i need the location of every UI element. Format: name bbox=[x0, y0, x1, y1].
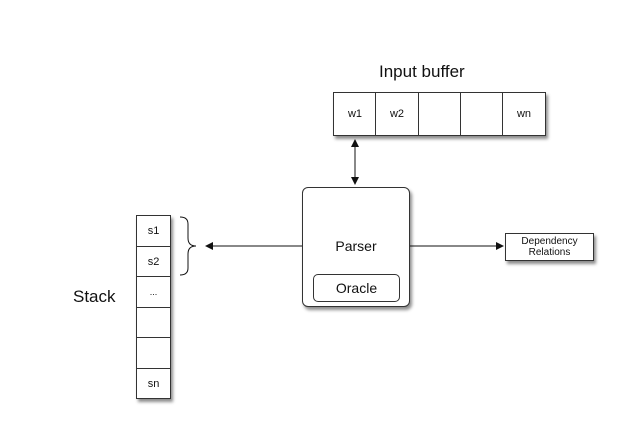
buffer-cell: w2 bbox=[375, 92, 419, 136]
parser-box: Parser Oracle bbox=[302, 187, 410, 307]
buffer-cell bbox=[460, 92, 504, 136]
stack-brace bbox=[179, 216, 197, 276]
input-buffer: w1 w2 wn bbox=[333, 92, 546, 136]
stack-cell: sn bbox=[136, 368, 171, 399]
buffer-cell: wn bbox=[502, 92, 546, 136]
stack-cell: ... bbox=[136, 276, 171, 308]
stack-cell: s2 bbox=[136, 246, 171, 277]
stack-cell bbox=[136, 337, 171, 369]
stack-title: Stack bbox=[73, 287, 116, 306]
parser-label: Parser bbox=[335, 238, 377, 254]
dependency-label: Dependency bbox=[521, 236, 578, 247]
stack-cell: s1 bbox=[136, 215, 171, 247]
dependency-relations-box: Dependency Relations bbox=[505, 233, 594, 261]
stack-cell bbox=[136, 307, 171, 338]
buffer-cell: w1 bbox=[333, 92, 377, 136]
buffer-cell bbox=[418, 92, 462, 136]
relations-label: Relations bbox=[528, 247, 571, 258]
input-buffer-title: Input buffer bbox=[379, 62, 465, 81]
stack: s1 s2 ... sn bbox=[136, 215, 171, 399]
oracle-box: Oracle bbox=[313, 274, 400, 302]
